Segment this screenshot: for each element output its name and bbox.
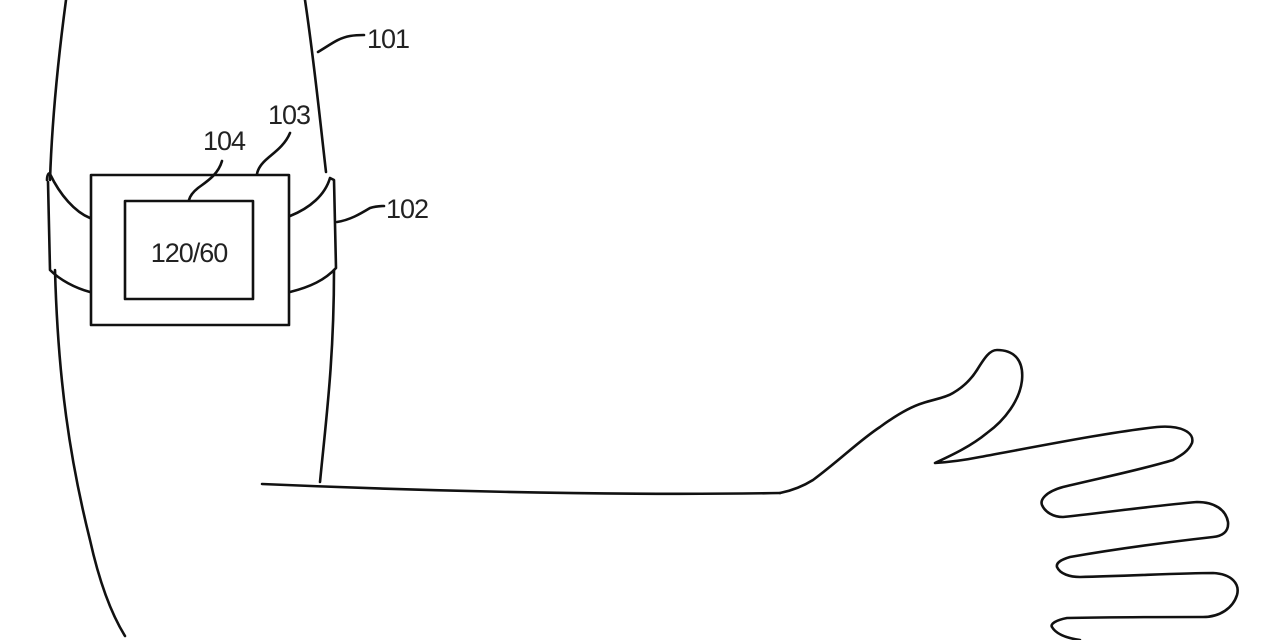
- band-outline: [45, 172, 338, 294]
- reference-label-display: 104: [203, 126, 246, 156]
- reference-label-arm: 101: [367, 24, 409, 54]
- upper-arm-left-outline: [48, 0, 127, 638]
- leader-104: [187, 159, 224, 202]
- leader-101: [316, 33, 366, 54]
- hand-outline: [778, 348, 1239, 640]
- upper-arm-right-outline: [303, 0, 336, 484]
- monitor-device-housing: [89, 173, 291, 327]
- reference-label-device: 103: [268, 100, 310, 130]
- reference-label-band: 102: [386, 194, 428, 224]
- display-reading: 120/60: [151, 238, 228, 268]
- forearm-lower-outline: [260, 482, 782, 496]
- leader-102: [335, 204, 386, 224]
- leader-103: [255, 131, 292, 176]
